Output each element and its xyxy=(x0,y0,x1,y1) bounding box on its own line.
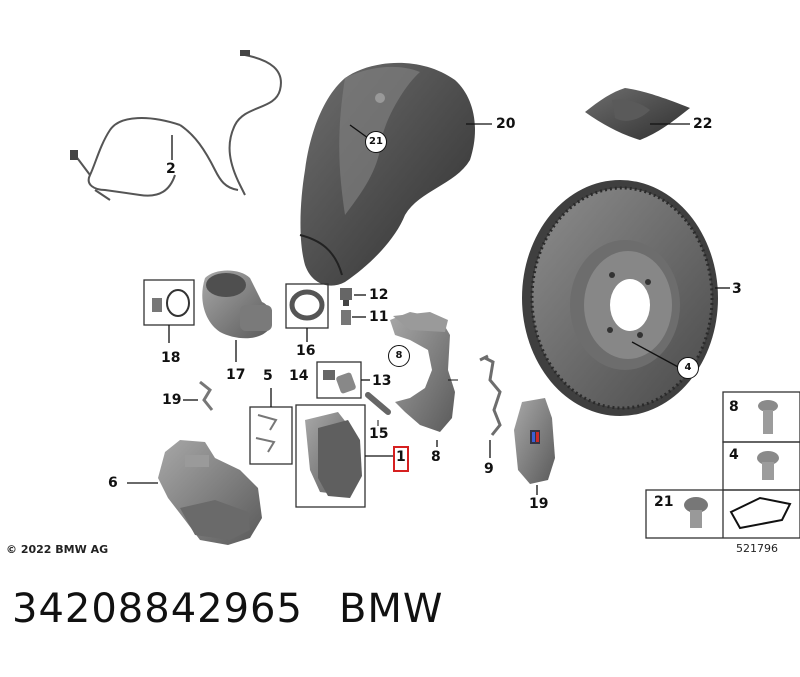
bracket-clip xyxy=(199,380,214,411)
bolt-8 xyxy=(758,400,778,434)
brake-caliper xyxy=(158,440,262,545)
marked-brake-pad xyxy=(514,398,555,484)
callout-18: 19 xyxy=(162,392,182,408)
callout-16: 17 xyxy=(226,367,246,383)
callout-19: 19 xyxy=(529,496,549,512)
guide-bolt xyxy=(336,372,356,394)
callout-11: 12 xyxy=(369,287,389,303)
o-ring xyxy=(166,289,190,317)
small-screw xyxy=(152,298,162,312)
callout-6: 6 xyxy=(108,475,118,491)
hardware-panel xyxy=(645,391,800,539)
callout-12: 13 xyxy=(372,373,392,389)
circled-ref-4: 4 xyxy=(677,357,699,379)
wear-sensor-cable xyxy=(74,54,282,201)
callout-17: 18 xyxy=(161,350,181,366)
caliper-carrier xyxy=(390,312,455,432)
bolt-21 xyxy=(684,497,708,528)
callout-22: 22 xyxy=(693,116,713,132)
brake-pads xyxy=(305,412,362,498)
leader-4 xyxy=(631,341,681,369)
brake-dust-shield xyxy=(299,62,475,286)
grease-packet xyxy=(585,88,690,140)
parking-brake-motor xyxy=(202,270,273,339)
callout-10: 11 xyxy=(369,309,389,325)
highlight-box xyxy=(393,446,409,472)
bolt-4 xyxy=(757,451,779,480)
callout-7: 8 xyxy=(431,449,441,465)
guide-sleeve xyxy=(323,370,335,380)
brand-name: BMW xyxy=(338,586,444,632)
sensor-connector xyxy=(240,50,250,56)
anti-rattle-spring xyxy=(479,354,502,436)
direction-arrow xyxy=(729,496,792,530)
circled-ref-21: 21 xyxy=(365,131,387,153)
seal-ring xyxy=(289,289,325,321)
item-box-17 xyxy=(143,279,195,326)
leader-21 xyxy=(349,124,369,139)
callout-3: 3 xyxy=(732,281,742,297)
pad-clips xyxy=(255,414,278,453)
callout-9: 9 xyxy=(484,461,494,477)
brake-disc xyxy=(522,180,718,416)
part-number: 34208842965 xyxy=(12,586,303,632)
callout-2: 2 xyxy=(166,161,176,177)
callout-20: 20 xyxy=(496,116,516,132)
hardware-label-8: 8 xyxy=(729,399,739,415)
part-caption: 34208842965 BMW xyxy=(12,586,443,632)
copyright-notice: © 2022 BMW AG xyxy=(6,543,109,556)
hardware-label-21: 21 xyxy=(654,494,674,510)
callout-14: 15 xyxy=(369,426,389,442)
circled-ref-8: 8 xyxy=(388,345,410,367)
sensor-plug xyxy=(70,150,78,160)
callout-5: 5 xyxy=(263,368,273,384)
guide-pin xyxy=(365,392,391,415)
callout-15: 16 xyxy=(296,343,316,359)
item-box-5 xyxy=(249,406,293,465)
callout-1: 1 xyxy=(396,449,406,465)
hardware-label-4: 4 xyxy=(729,447,739,463)
callout-13: 14 xyxy=(289,368,309,384)
bleeder-valve xyxy=(340,288,352,306)
drawing-number: 521796 xyxy=(736,542,778,555)
dust-cap xyxy=(341,310,351,325)
